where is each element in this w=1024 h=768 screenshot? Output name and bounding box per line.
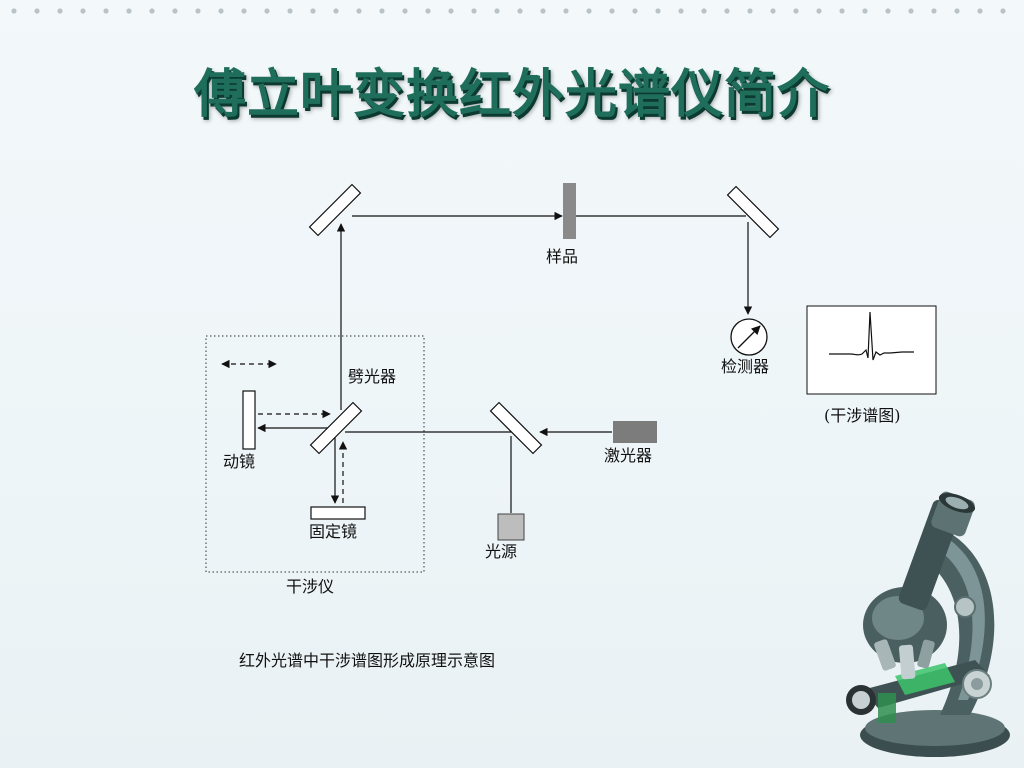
border-dot: [264, 8, 270, 14]
label-light-source: 光源: [485, 542, 517, 561]
border-dot: [678, 8, 684, 14]
border-dot: [310, 8, 316, 14]
border-dot: [701, 8, 707, 14]
border-dot: [57, 8, 63, 14]
border-dot: [448, 8, 454, 14]
border-dot: [655, 8, 661, 14]
label-interferogram: (干涉谱图): [824, 406, 901, 425]
border-dot: [494, 8, 500, 14]
top-dot-border: [11, 8, 1006, 14]
border-dot: [218, 8, 224, 14]
interferogram-trace: [829, 311, 914, 361]
border-dot: [425, 8, 431, 14]
border-dot: [126, 8, 132, 14]
border-dot: [11, 8, 17, 14]
border-dot: [402, 8, 408, 14]
laser-block: [613, 421, 657, 443]
top-right-mirror: [726, 185, 780, 239]
border-dot: [908, 8, 914, 14]
border-dot: [471, 8, 477, 14]
label-beam-splitter: 劈光器: [348, 367, 396, 386]
border-dot: [149, 8, 155, 14]
border-dot: [632, 8, 638, 14]
border-dot: [1000, 8, 1006, 14]
border-dot: [540, 8, 546, 14]
border-dot: [862, 8, 868, 14]
border-dot: [241, 8, 247, 14]
border-dot: [954, 8, 960, 14]
slide-title: 傅立叶变换红外光谱仪简介: [193, 65, 830, 125]
label-fixed-mirror: 固定镜: [309, 522, 357, 541]
moving-mirror: [242, 390, 256, 450]
label-sample: 样品: [546, 247, 578, 266]
border-dot: [172, 8, 178, 14]
border-dot: [816, 8, 822, 14]
border-dot: [287, 8, 293, 14]
border-dot: [747, 8, 753, 14]
fixed-mirror: [310, 506, 366, 520]
interferogram-box: [806, 305, 937, 395]
right-mirror: [489, 401, 543, 455]
border-dot: [977, 8, 983, 14]
border-dot: [609, 8, 615, 14]
top-left-mirror: [308, 183, 362, 237]
light-source-block: [497, 513, 525, 541]
diagram-caption: 红外光谱中干涉谱图形成原理示意图: [239, 651, 495, 670]
border-dot: [770, 8, 776, 14]
border-dot: [195, 8, 201, 14]
border-dot: [885, 8, 891, 14]
beam-splitter: [309, 401, 363, 455]
border-dot: [586, 8, 592, 14]
border-dot: [793, 8, 799, 14]
label-laser: 激光器: [604, 446, 652, 465]
border-dot: [356, 8, 362, 14]
border-dot: [724, 8, 730, 14]
label-interferometer: 干涉仪: [286, 577, 334, 596]
interferometer-box: [205, 335, 425, 573]
border-dot: [103, 8, 109, 14]
border-dot: [931, 8, 937, 14]
sample-block: [563, 183, 576, 239]
border-dot: [34, 8, 40, 14]
detector-gauge-icon: [730, 318, 768, 356]
border-dot: [80, 8, 86, 14]
border-dot: [839, 8, 845, 14]
label-detector: 检测器: [721, 357, 769, 376]
microscope-illustration: [846, 491, 1010, 757]
border-dot: [517, 8, 523, 14]
border-dot: [563, 8, 569, 14]
border-dot: [333, 8, 339, 14]
label-moving-mirror: 动镜: [223, 452, 255, 471]
border-dot: [379, 8, 385, 14]
